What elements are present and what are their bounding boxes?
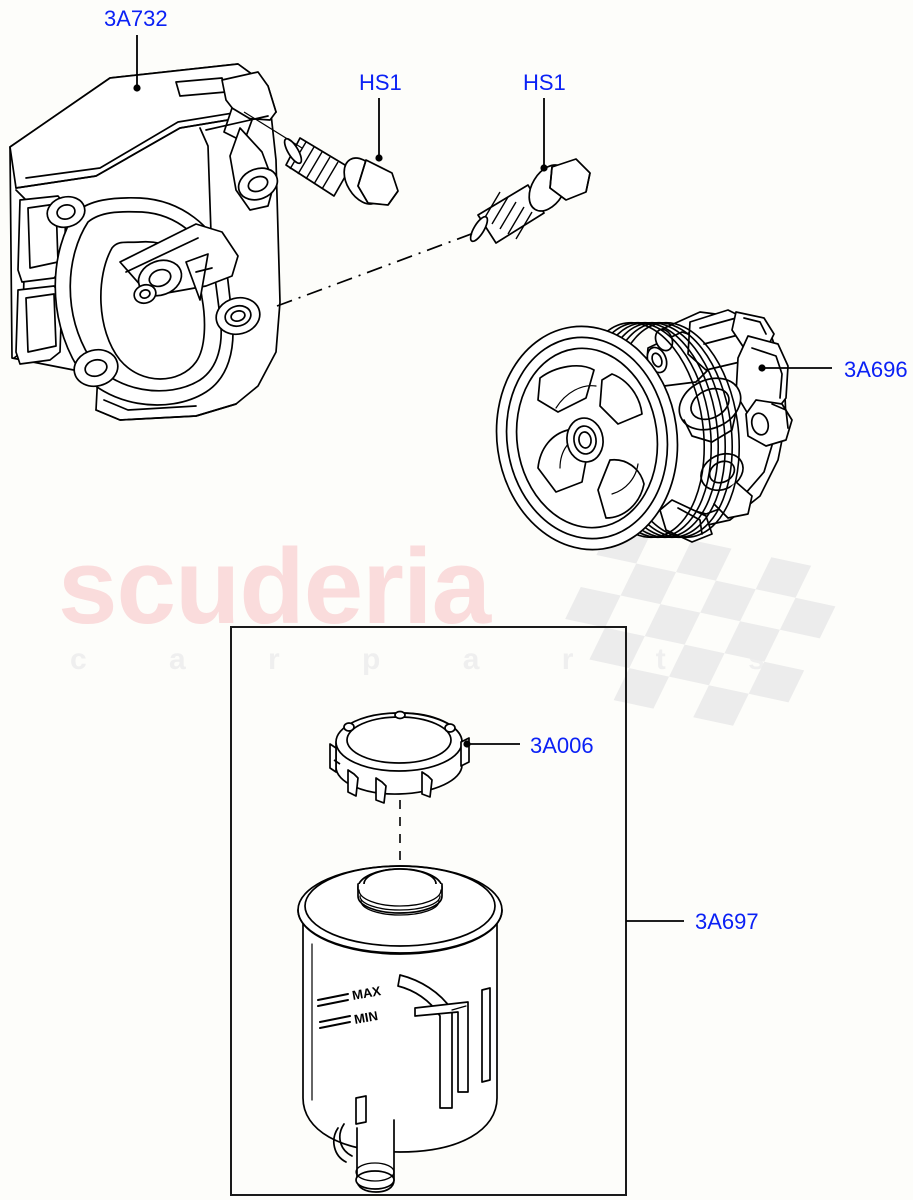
reservoir-cap-drawing [329, 710, 470, 804]
callout-label-3A696: 3A696 [844, 357, 908, 382]
callout-label-HS1-upper: HS1 [359, 70, 402, 95]
callout-leader-3A696 [758, 364, 832, 372]
checkered-flag-icon [565, 523, 836, 726]
bolt-lower-drawing [469, 158, 591, 244]
reservoir-max-label: MAX [351, 983, 382, 1003]
callout-leader-3A732 [133, 35, 141, 92]
fluid-reservoir-drawing [297, 865, 503, 1193]
callout-leader-3A006 [463, 740, 520, 748]
callout-leader-HS1-lower [540, 98, 548, 172]
callout-label-HS1-lower: HS1 [523, 70, 566, 95]
callout-label-3A732: 3A732 [104, 6, 168, 31]
bolt-upper-drawing [283, 137, 399, 206]
assembly-axis-bracket-to-bolt2 [276, 232, 475, 307]
power-steering-pump-drawing [495, 309, 793, 551]
callout-leader-HS1-upper [375, 98, 383, 162]
callout-label-3A697: 3A697 [695, 909, 759, 934]
assembly-guide-bracket-to-bolt1 [243, 111, 303, 149]
reservoir-assembly-group-box [230, 626, 627, 1196]
callout-label-3A006: 3A006 [530, 733, 594, 758]
reservoir-min-label: MIN [353, 1008, 379, 1027]
mounting-bracket-drawing [9, 63, 281, 421]
